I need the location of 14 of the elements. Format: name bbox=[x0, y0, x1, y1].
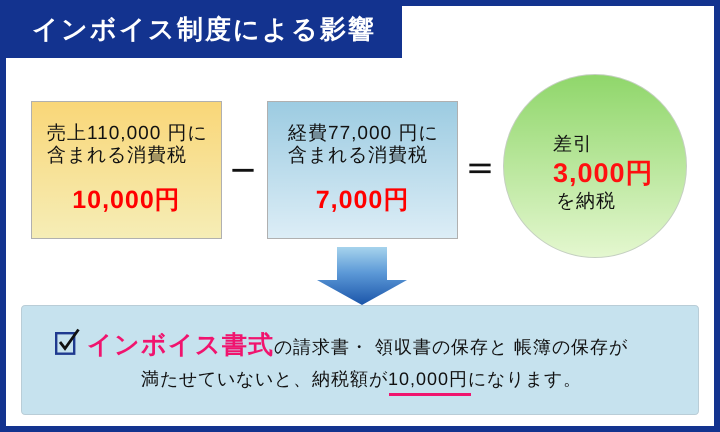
minus-sign: − bbox=[228, 149, 258, 192]
note-panel bbox=[21, 305, 699, 415]
amount-text: 10,000円 bbox=[71, 185, 182, 215]
amount-text: 3,000円 bbox=[553, 158, 654, 189]
info-box bbox=[31, 101, 222, 239]
label-text: 差引 bbox=[553, 134, 593, 156]
note-text: インボイス書式の請求書・ 領収書の保存と 帳簿の保存が満たせていないと、納税額が10,000円になります。 bbox=[87, 330, 630, 391]
description-text: 売上110,000 円に含まれる消費税 bbox=[47, 123, 209, 167]
label-text: を納税 bbox=[556, 191, 616, 213]
equals-sign: = bbox=[464, 147, 496, 190]
description-text: 経費77,000 円に含まれる消費税 bbox=[288, 123, 440, 167]
info-box bbox=[267, 101, 458, 239]
amount-text: 7,000円 bbox=[314, 185, 410, 215]
arrow bbox=[317, 247, 407, 305]
